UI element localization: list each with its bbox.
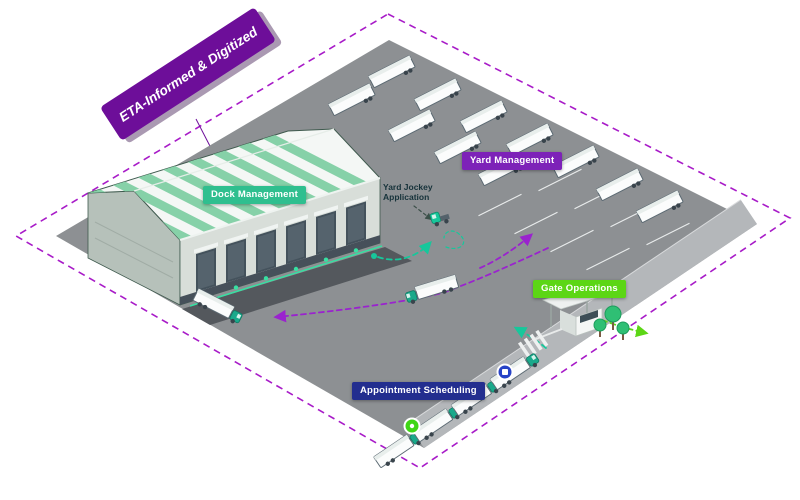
yard-jockey-line1: Yard Jockey	[383, 182, 433, 192]
dock-doors	[196, 201, 366, 293]
dock-flow-dot	[371, 253, 377, 259]
status-dot-blue	[496, 363, 514, 381]
dock-management-badge: Dock Management	[203, 186, 306, 204]
yard-jockey-pointer	[413, 205, 433, 221]
status-dot-green	[403, 417, 421, 435]
dock-canopies	[194, 195, 368, 254]
ribbon-pointer-line	[195, 118, 213, 151]
flow-to-yard-arrow-purple	[479, 233, 534, 269]
yard-jockey-line2: Application	[383, 192, 430, 203]
gate-booth-window	[580, 310, 598, 323]
gate-operations-badge: Gate Operations	[533, 280, 626, 298]
yard-jockey-truck	[429, 211, 450, 227]
appointment-scheduling-label: Appointment Scheduling	[360, 385, 477, 396]
flow-yard-to-truck-purple	[449, 247, 549, 291]
trees	[593, 305, 630, 340]
dock-edge-strip	[189, 245, 383, 307]
dock-management-label: Dock Management	[211, 189, 298, 200]
flow-dock-to-jockey-teal	[377, 241, 432, 261]
warehouse-front-wall	[179, 177, 381, 306]
facility-boundary	[14, 13, 792, 469]
warehouse	[87, 128, 412, 325]
yard-jockey-annotation: Yard Jockey Application	[383, 182, 453, 202]
appointment-scheduling-badge: Appointment Scheduling	[352, 382, 485, 400]
gate-booth-side	[560, 310, 576, 336]
yard-management-label: Yard Management	[470, 155, 555, 166]
crosswalk	[517, 329, 549, 359]
flow-gate-exit-green	[601, 319, 649, 338]
yard-ground	[56, 40, 757, 448]
dock-apron	[182, 247, 412, 325]
gate-operations-label: Gate Operations	[541, 283, 618, 294]
roof-ridge	[133, 128, 335, 192]
roof-eave	[179, 177, 381, 241]
yard-management-badge: Yard Management	[462, 152, 563, 170]
jockey-loop-teal	[443, 230, 465, 249]
